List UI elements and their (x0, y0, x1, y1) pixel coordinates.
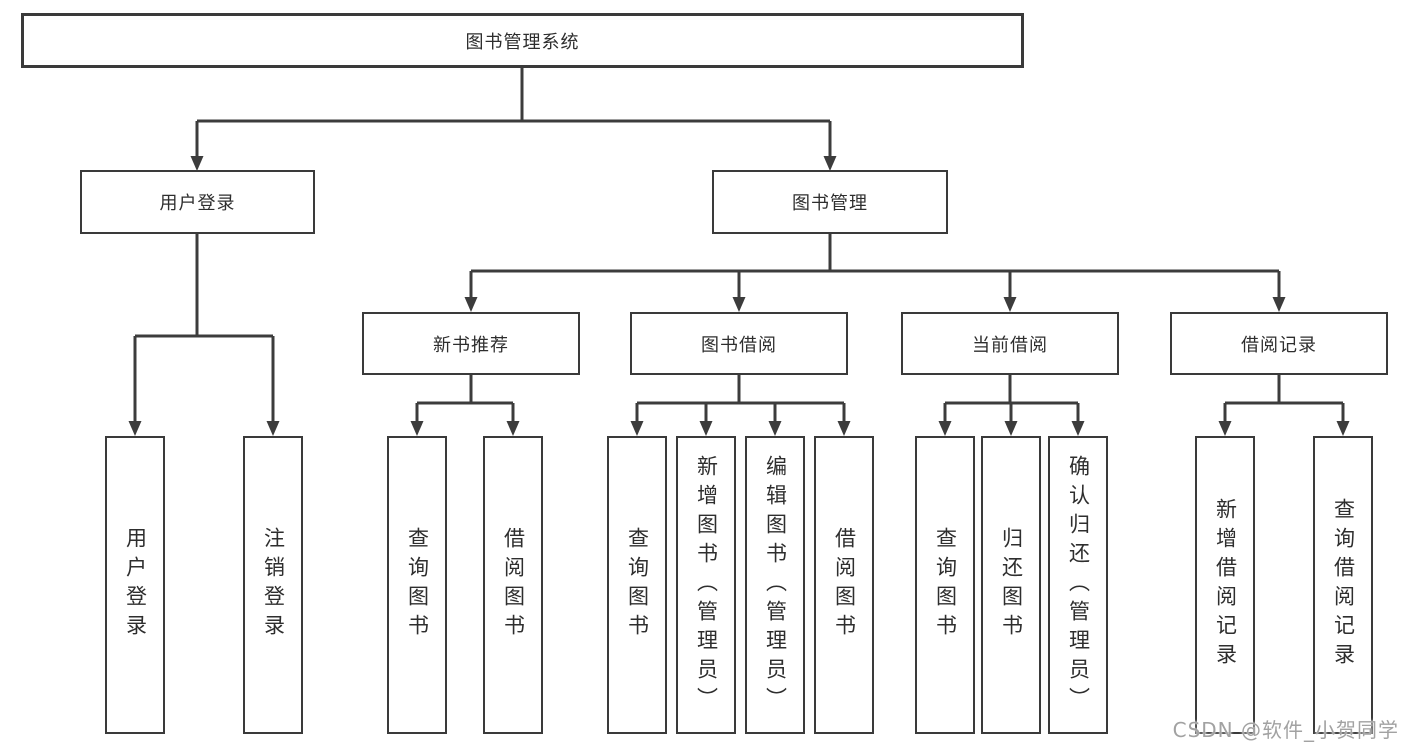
leaf-label: 注销登录 (261, 527, 286, 643)
node-current-borrowing: 当前借阅 (901, 312, 1119, 375)
arrow-icon (823, 156, 837, 171)
leaf-borrow-books-recommend: 借阅图书 (483, 436, 543, 734)
leaf-edit-books-admin: 编辑图书（管理员） (745, 436, 805, 734)
node-book-management: 图书管理 (712, 170, 948, 234)
arrow-icon (630, 421, 644, 436)
leaf-query-books-current: 查询图书 (915, 436, 975, 734)
leaf-label: 新增图书（管理员） (694, 454, 719, 716)
csdn-watermark: CSDN @软件_小贺同学 (1172, 718, 1399, 742)
node-label: 用户登录 (159, 193, 236, 214)
leaf-label: 查询图书 (405, 527, 430, 643)
leaf-add-books-admin: 新增图书（管理员） (676, 436, 736, 734)
arrow-icon (410, 421, 424, 436)
leaf-label: 查询图书 (625, 527, 650, 643)
leaf-label: 借阅图书 (832, 527, 857, 643)
leaf-label: 确认归还（管理员） (1066, 454, 1091, 716)
leaf-label: 新增借阅记录 (1213, 498, 1238, 672)
leaf-label: 查询借阅记录 (1331, 498, 1356, 672)
arrow-icon (732, 297, 746, 312)
arrow-icon (1272, 297, 1286, 312)
node-book-borrowing: 图书借阅 (630, 312, 848, 375)
node-label: 图书管理 (792, 193, 868, 214)
arrow-icon (1336, 421, 1350, 436)
leaf-label: 借阅图书 (501, 527, 526, 643)
leaf-user-login: 用户登录 (105, 436, 165, 734)
arrow-icon (768, 421, 782, 436)
arrow-icon (938, 421, 952, 436)
arrow-icon (1218, 421, 1232, 436)
arrow-icon (1003, 297, 1017, 312)
arrow-icon (506, 421, 520, 436)
leaf-label: 用户登录 (123, 527, 148, 643)
leaf-logout: 注销登录 (243, 436, 303, 734)
node-label: 借阅记录 (1241, 334, 1317, 356)
arrow-icon (266, 421, 280, 436)
arrow-icon (128, 421, 142, 436)
leaf-query-books-borrowing: 查询图书 (607, 436, 667, 734)
node-borrow-records: 借阅记录 (1170, 312, 1388, 375)
leaf-confirm-return-admin: 确认归还（管理员） (1048, 436, 1108, 734)
leaf-add-borrow-record: 新增借阅记录 (1195, 436, 1255, 734)
node-user-login: 用户登录 (80, 170, 315, 234)
node-label: 图书借阅 (701, 334, 777, 356)
node-label: 当前借阅 (972, 334, 1048, 356)
leaf-label: 归还图书 (999, 527, 1024, 643)
arrow-icon (190, 156, 204, 171)
leaf-borrow-books: 借阅图书 (814, 436, 874, 734)
node-library-management-system: 图书管理系统 (21, 13, 1024, 68)
arrow-icon (1071, 421, 1085, 436)
leaf-return-books: 归还图书 (981, 436, 1041, 734)
node-new-book-recommend: 新书推荐 (362, 312, 580, 375)
leaf-query-books-recommend: 查询图书 (387, 436, 447, 734)
arrow-icon (1004, 421, 1018, 436)
node-label: 新书推荐 (433, 334, 509, 356)
leaf-label: 查询图书 (933, 527, 958, 643)
leaf-label: 编辑图书（管理员） (763, 454, 788, 716)
arrow-icon (699, 421, 713, 436)
node-label: 图书管理系统 (465, 31, 580, 53)
arrow-icon (464, 297, 478, 312)
leaf-query-borrow-record: 查询借阅记录 (1313, 436, 1373, 734)
arrow-icon (837, 421, 851, 436)
